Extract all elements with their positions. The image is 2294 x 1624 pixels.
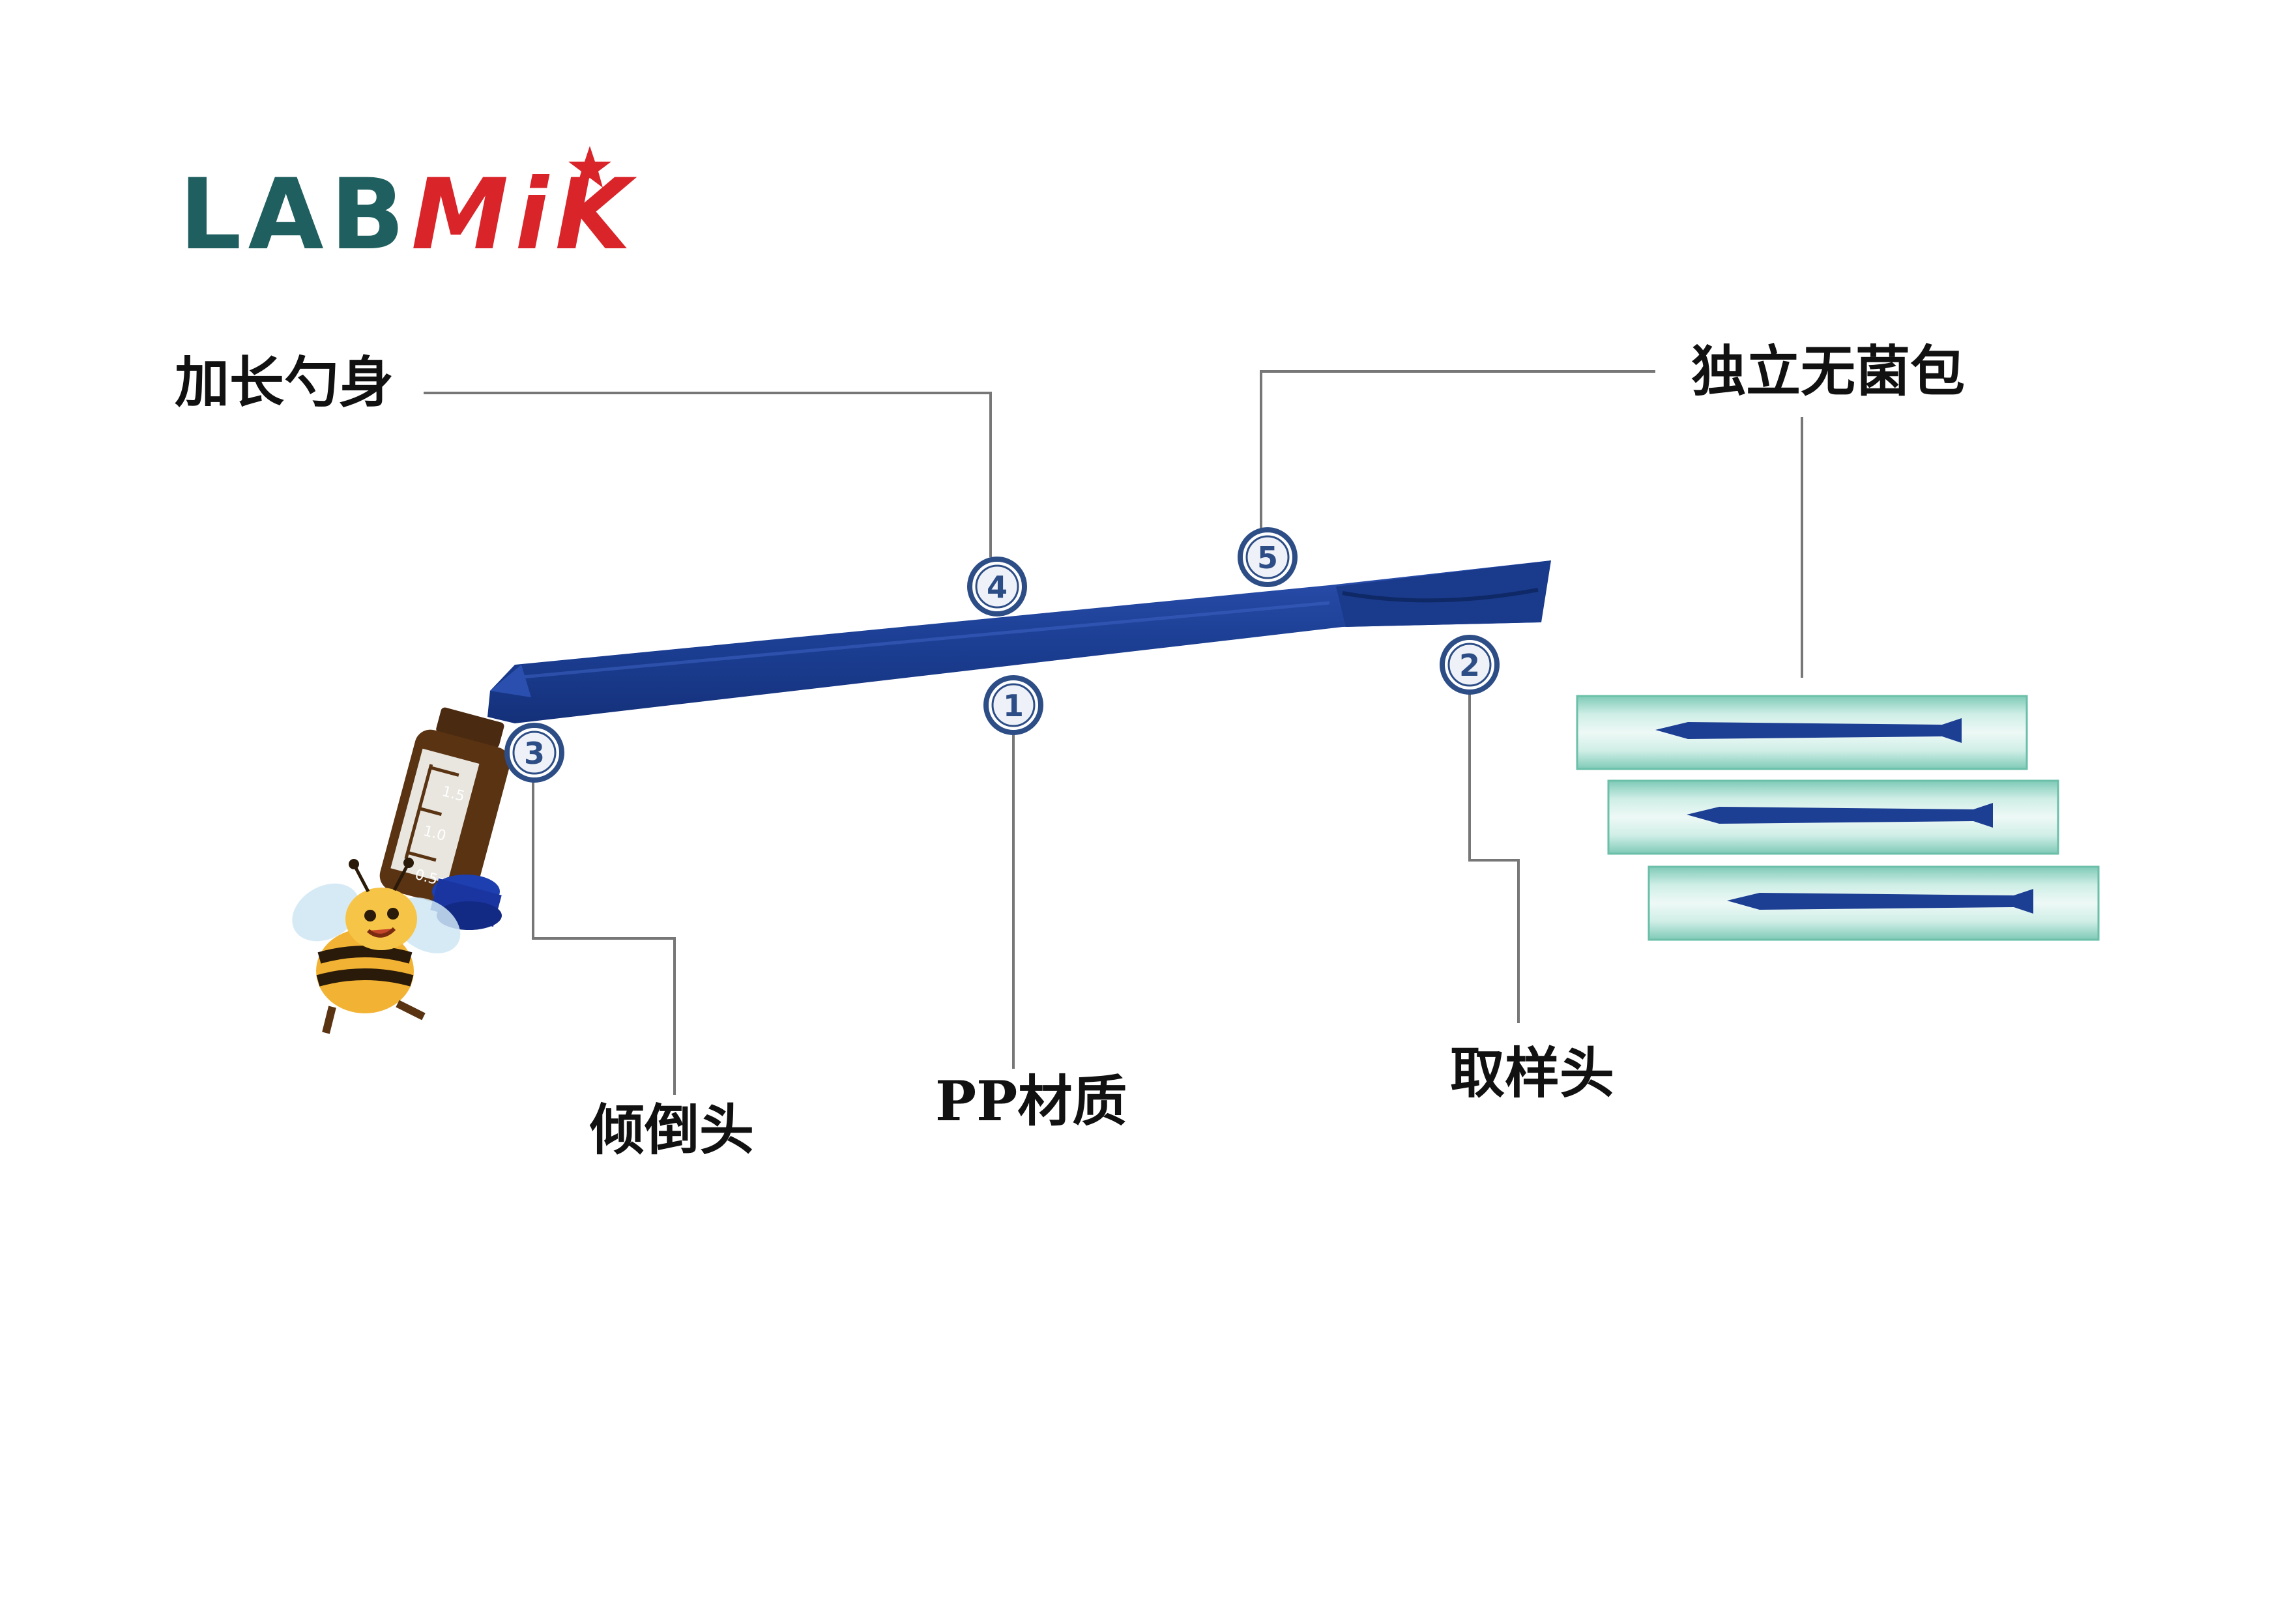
sterile-pack-1 bbox=[1576, 695, 2028, 770]
label-extended-body: 加长勺身 bbox=[175, 350, 394, 414]
marker-4-number: 4 bbox=[987, 570, 1008, 605]
marker-3: 3 bbox=[504, 723, 564, 783]
logo-star-icon bbox=[568, 146, 611, 188]
leader-line-2 bbox=[1468, 688, 1520, 1023]
marker-3-number: 3 bbox=[524, 736, 545, 771]
marker-1-number: 1 bbox=[1003, 688, 1024, 723]
marker-2: 2 bbox=[1440, 635, 1500, 695]
label-sterile-pack: 独立无菌包 bbox=[1691, 339, 1966, 403]
label-pp-material: PP材质 bbox=[935, 1069, 1127, 1133]
scoop bbox=[487, 560, 1551, 723]
marker-4: 4 bbox=[967, 557, 1027, 616]
leader-line-3 bbox=[532, 769, 676, 1095]
marker-2-number: 2 bbox=[1459, 648, 1480, 683]
leader-lines bbox=[424, 370, 1803, 1095]
label-pour-head: 倾倒头 bbox=[590, 1097, 755, 1162]
logo-text-lab: LAB bbox=[179, 158, 412, 272]
bee-mascot bbox=[292, 858, 461, 1034]
label-sample-head: 取样头 bbox=[1450, 1041, 1615, 1105]
sterile-pack-3 bbox=[1648, 865, 2100, 941]
marker-5-number: 5 bbox=[1257, 540, 1278, 575]
leader-line-4 bbox=[424, 392, 992, 557]
marker-1: 1 bbox=[983, 675, 1043, 735]
scoop-sample-head bbox=[1336, 560, 1551, 627]
marker-5: 5 bbox=[1238, 527, 1298, 587]
scoop-handle bbox=[487, 560, 1551, 723]
logo-text-mik: MiK bbox=[411, 158, 637, 272]
sterile-pack-2 bbox=[1607, 779, 2059, 855]
leader-line-5 bbox=[1260, 370, 1655, 533]
brand-logo: LABMiK bbox=[179, 166, 637, 264]
